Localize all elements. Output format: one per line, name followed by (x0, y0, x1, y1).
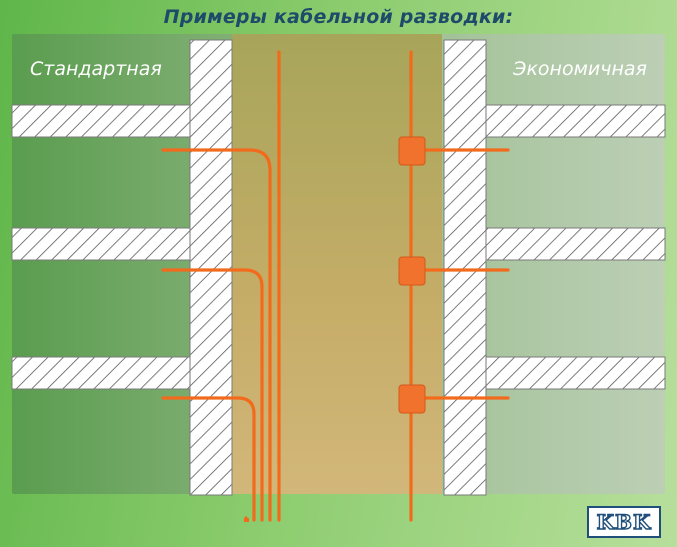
standard-cable-floor-2 (161, 268, 264, 522)
junction-box-3 (398, 384, 426, 414)
standard-cables (161, 50, 281, 522)
standard-cable-floor-3 (161, 396, 256, 522)
right-floor-slabs (485, 104, 666, 390)
left-slab-1 (11, 104, 191, 138)
diagram-title: Примеры кабельной разводки: (163, 6, 514, 28)
junction-box-1 (398, 136, 426, 166)
left-floor-slabs (11, 104, 191, 390)
kbk-logo-text: KBK (596, 509, 652, 534)
economy-wiring-label: Экономичная (513, 58, 647, 80)
left-slab-2 (11, 227, 191, 261)
junction-box-2 (398, 256, 426, 286)
right-slab-2 (485, 227, 666, 261)
standard-cable-floor-1 (161, 148, 272, 522)
kbk-logo: KBK (587, 506, 661, 538)
left-wall (189, 39, 233, 496)
standard-wiring-label: Стандартная (30, 58, 162, 80)
right-slab-1 (485, 104, 666, 138)
right-wall (443, 39, 487, 496)
standard-cable-ends (244, 518, 249, 522)
economy-cables (409, 50, 510, 522)
junction-boxes (398, 136, 426, 414)
right-slab-3 (485, 356, 666, 390)
left-slab-3 (11, 356, 191, 390)
